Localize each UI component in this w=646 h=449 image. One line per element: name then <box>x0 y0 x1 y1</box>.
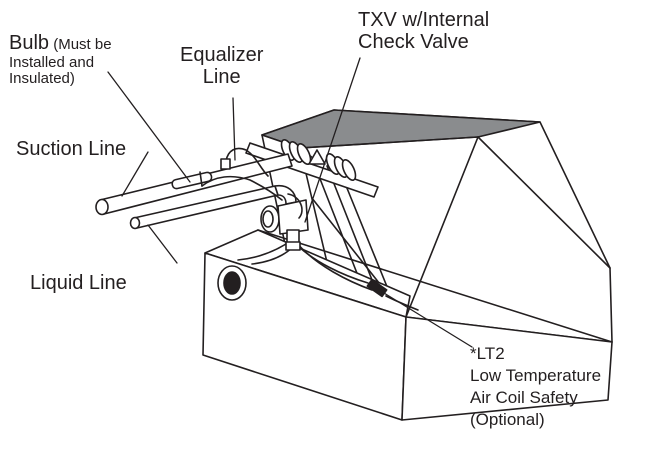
label-txv-line2: Check Valve <box>358 30 469 53</box>
label-bulb: Bulb (Must be Installed and Insulated) <box>9 32 112 87</box>
suction-line-end <box>95 198 109 216</box>
capillary-tube <box>201 175 283 201</box>
ridge-edge <box>299 136 479 149</box>
label-txv-line1: TXV w/Internal <box>358 9 490 31</box>
txv-valve-housing <box>277 199 309 235</box>
drain-fitting-hole <box>223 271 241 295</box>
label-lt2-line4: (Optional) <box>470 410 545 430</box>
return-bend-group-left <box>280 139 312 165</box>
label-bulb-note3: Insulated) <box>9 69 75 87</box>
label-lt2-line1: *LT2 <box>470 344 505 363</box>
liquid-line-end <box>129 216 141 230</box>
leader-equalizer <box>232 97 236 161</box>
label-lt2-line3: Air Coil Safety <box>470 388 578 408</box>
label-equalizer: Equalizer Line <box>180 44 264 88</box>
leader-bulb <box>107 71 191 183</box>
coil-slab-line <box>326 165 377 291</box>
label-suction-line: Suction Line <box>16 138 127 160</box>
distributor-tube <box>295 241 373 291</box>
label-lt2-line2: Low Temperature <box>470 366 602 386</box>
leader-lines <box>107 57 473 348</box>
txv-valve-cap <box>262 210 274 228</box>
label-lt2: *LT2 Low Temperature Air Coil Safety (Op… <box>470 343 601 431</box>
label-bulb-note1: (Must be <box>49 36 112 53</box>
manifold-arrow <box>308 149 326 165</box>
label-equalizer-line1: Equalizer <box>180 44 264 66</box>
label-liquid-line: Liquid Line <box>30 272 127 294</box>
equalizer-tube <box>225 147 269 177</box>
txv-outlet-tube <box>287 193 303 219</box>
leader-lt2 <box>383 292 473 348</box>
leader-liquid <box>147 224 178 264</box>
pan-inner-edge <box>257 229 613 343</box>
casing-right-edge <box>477 136 611 269</box>
label-bulb-main: Bulb <box>9 32 50 54</box>
drain-pan-side <box>401 316 613 421</box>
sensing-bulb <box>171 171 213 190</box>
distributor <box>285 241 301 251</box>
return-bend-group-right <box>325 153 357 181</box>
bulb-strap <box>199 171 203 187</box>
equalizer-fitting <box>220 158 231 170</box>
coil-slab-line <box>314 165 363 287</box>
label-txv: TXV w/Internal Check Valve <box>358 9 490 53</box>
label-bulb-note2: Installed and <box>9 53 95 71</box>
leader-suction <box>121 151 149 197</box>
casing-front-edge <box>405 136 479 318</box>
label-equalizer-line2: Line <box>202 65 241 88</box>
leader-txv <box>304 57 361 223</box>
